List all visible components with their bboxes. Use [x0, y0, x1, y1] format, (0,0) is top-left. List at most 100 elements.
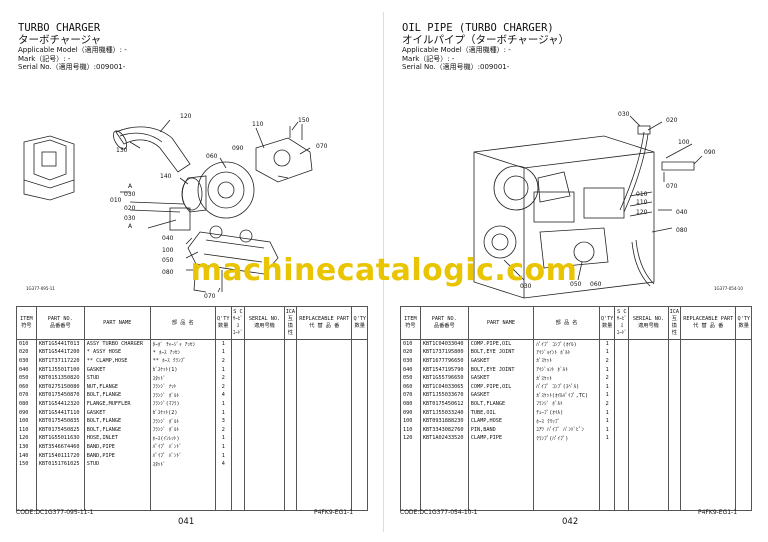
part-no-cell: KBT1J55033670	[419, 391, 469, 400]
item-cell: 060	[400, 382, 421, 392]
serial-cell	[628, 348, 669, 357]
item-cell: 080	[16, 399, 37, 409]
jp-name-cell: ﾕｱﾂ ﾊﾟｲﾌﾟ ﾊﾞﾝﾄﾞﾋﾟﾝ	[533, 425, 600, 435]
ica-cell	[283, 425, 298, 435]
filler-cell	[283, 468, 298, 511]
part-name-cell: ** CLAMP,HOSE	[83, 356, 151, 366]
serial-cell	[628, 434, 669, 443]
filler-cell	[83, 468, 151, 511]
qty-cell: 1	[598, 425, 616, 435]
qty-cell: 1	[598, 382, 616, 392]
jp-name-cell: ﾊﾟｲﾌﾟ ｺﾝﾌﾟ(ｵｲﾙ)	[533, 339, 600, 349]
part-name-cell: BOLT,FLANGE	[83, 416, 151, 426]
qty2-cell	[735, 382, 752, 392]
filler-cell	[16, 468, 37, 511]
serial-cell	[244, 399, 285, 409]
serial-cell	[628, 339, 669, 349]
item-cell: 040	[16, 365, 37, 374]
replaceable-cell	[296, 434, 353, 443]
serial-cell	[628, 425, 669, 435]
qty2-cell	[351, 348, 368, 357]
replaceable-cell	[680, 408, 737, 417]
table-filler-row	[16, 468, 368, 511]
jp-name-cell: ｽﾀｯﾄﾞ	[149, 459, 217, 469]
jp-name-cell: ** ﾎｰｽ ｸﾗﾝﾌﾟ	[149, 356, 217, 366]
filler-cell	[35, 468, 85, 511]
sc-cell	[230, 425, 246, 435]
item-cell: 090	[16, 408, 37, 417]
left-title-en: TURBO CHARGER	[18, 22, 101, 34]
filler-cell	[598, 442, 616, 511]
qty2-cell	[735, 339, 752, 349]
filler-cell	[667, 442, 682, 511]
sc-cell	[614, 356, 630, 366]
ica-cell	[283, 459, 298, 469]
oil-pipe-diagram: 030 020 100 090 010 110 120 070 040 080 …	[404, 92, 750, 302]
ica-cell	[667, 416, 682, 426]
serial-cell	[244, 425, 285, 435]
jp-name-cell: ｽﾀｯﾄﾞ	[149, 373, 217, 383]
part-name-cell: PIN,BAND	[467, 425, 535, 435]
sc-cell	[230, 442, 246, 452]
turbo-charger-illustration: 120 130 110 150 060 090 070 140 010 030 …	[23, 113, 328, 300]
replaceable-cell	[680, 399, 737, 409]
qty2-cell	[351, 365, 368, 374]
callout-090: 090	[232, 145, 244, 152]
part-name-cell: * ASSY HOSE	[83, 348, 151, 357]
qty2-cell	[351, 434, 368, 443]
part-no-cell: KBT0175450825	[35, 425, 85, 435]
qty-cell: 2	[215, 425, 232, 435]
part-no-cell: KBT1547195790	[419, 365, 469, 374]
part-no-cell: KBT1G5441T013	[35, 339, 85, 349]
callout-030b: 030	[124, 215, 136, 222]
qty2-cell	[351, 451, 368, 460]
col-part-no: PART NO.品番番号	[419, 306, 469, 340]
left-page-number: 041	[178, 517, 195, 527]
part-name-cell: COMP.PIPE,OIL	[467, 339, 535, 349]
serial-cell	[244, 365, 285, 374]
left-code: CODE:DC1G377-095-11-1	[16, 509, 94, 516]
item-cell: 030	[16, 356, 37, 366]
qty2-cell	[351, 339, 368, 349]
page-divider	[383, 12, 384, 532]
item-cell: 100	[400, 416, 421, 426]
part-no-cell: KBT1737195800	[419, 348, 469, 357]
item-cell: 060	[16, 382, 37, 392]
right-title-en: OIL PIPE (TURBO CHARGER)	[402, 22, 554, 34]
sc-cell	[230, 434, 246, 443]
part-no-cell: KBT1J55033240	[419, 408, 469, 417]
callout-090: 090	[704, 149, 716, 156]
col-serial: SERIAL NO.適用号機	[244, 306, 285, 340]
right-page-number: 042	[562, 517, 579, 527]
qty-cell: 4	[215, 391, 232, 400]
ica-cell	[283, 442, 298, 452]
callout-080: 080	[676, 227, 688, 234]
serial-cell	[628, 391, 669, 400]
ica-cell	[667, 425, 682, 435]
callout-a-bottom: A	[128, 223, 133, 230]
part-name-cell: BOLT,FLANGE	[83, 425, 151, 435]
serial-cell	[628, 382, 669, 392]
item-cell: 050	[400, 373, 421, 383]
part-name-cell: FLANGE,MUFFLER	[83, 399, 151, 409]
left-applicable-model: Applicable Model（適用機種）: -	[18, 46, 127, 54]
sc-cell	[230, 451, 246, 460]
item-cell: 100	[16, 416, 37, 426]
sc-cell	[614, 382, 630, 392]
qty2-cell	[735, 399, 752, 409]
part-name-cell: CLAMP,HOSE	[467, 416, 535, 426]
sc-cell	[614, 425, 630, 435]
part-name-cell: BAND,PIPE	[83, 451, 151, 460]
ica-cell	[283, 408, 298, 417]
filler-cell	[230, 468, 246, 511]
